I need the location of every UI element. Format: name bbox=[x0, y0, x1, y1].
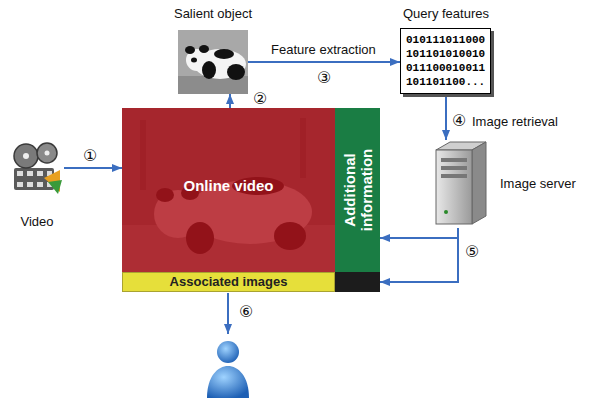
video-source: Video bbox=[6, 136, 68, 238]
video-frame-picture bbox=[122, 108, 335, 272]
edge-label: ① bbox=[82, 146, 98, 165]
server-icon bbox=[436, 142, 486, 224]
panel-title: Online video bbox=[183, 177, 273, 194]
bar-fill: Associated images bbox=[122, 272, 335, 292]
user-icon bbox=[207, 341, 249, 398]
picture-heading: Salient object bbox=[163, 6, 263, 22]
server-area bbox=[428, 140, 488, 228]
step-number: ④ bbox=[451, 111, 467, 130]
icon-caption: Video bbox=[6, 214, 68, 230]
query-features-box: Query features 010111011000 101101010010 … bbox=[392, 6, 500, 98]
online-video-panel: Online video bbox=[122, 108, 335, 272]
edge-label: ② bbox=[252, 89, 268, 108]
flow-arrow bbox=[64, 167, 122, 169]
icon-area bbox=[12, 140, 64, 196]
additional-info-panel: Additional information bbox=[335, 108, 380, 272]
edge-label: Feature extraction bbox=[270, 42, 377, 58]
step-number: ⑥ bbox=[238, 302, 254, 321]
flow-arrow bbox=[380, 228, 458, 282]
video-icon bbox=[14, 143, 62, 194]
edge-label: Image retrieval bbox=[471, 114, 559, 130]
salient-panda-picture bbox=[178, 30, 248, 94]
binary-code: 010111011000 101101010010 011100010011 1… bbox=[406, 33, 485, 89]
flow-arrow bbox=[229, 94, 231, 108]
vertical-title: Additional information bbox=[341, 115, 374, 265]
salient-object-box: Salient object bbox=[163, 6, 263, 98]
associated-images-bar: Associated images bbox=[122, 272, 380, 292]
server-caption: Image server bbox=[500, 176, 576, 192]
box-heading: Query features bbox=[392, 6, 500, 22]
flow-arrow bbox=[445, 94, 447, 140]
flow-arrow bbox=[248, 61, 400, 63]
picture-frame bbox=[178, 30, 248, 94]
step-number: ⑤ bbox=[464, 242, 480, 261]
image-server: Image server bbox=[428, 140, 598, 230]
step-number: ③ bbox=[316, 68, 332, 87]
arrow-to-user bbox=[227, 293, 229, 334]
flow-arrow bbox=[380, 228, 458, 238]
bar-title: Associated images bbox=[170, 274, 288, 290]
feature-code-box: 010111011000 101101010010 011100010011 1… bbox=[400, 28, 491, 94]
